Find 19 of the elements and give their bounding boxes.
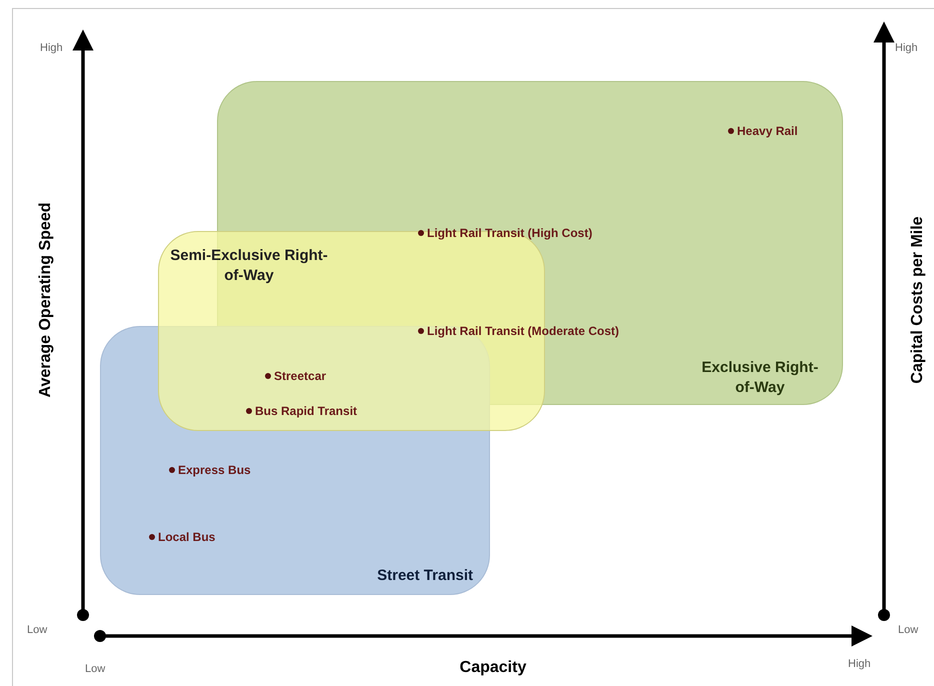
axis-title: Capacity — [460, 660, 526, 676]
point-label: Light Rail Transit (High Cost) — [427, 227, 592, 239]
region-label: Semi-Exclusive Right-of-Way — [169, 246, 329, 286]
axis-end-label: Low — [85, 662, 106, 677]
axis-end-label: Low — [27, 623, 48, 638]
region-label: Street Transit — [377, 566, 473, 586]
point-label: Heavy Rail — [737, 125, 798, 137]
point-label: Light Rail Transit (Moderate Cost) — [427, 325, 620, 337]
point-label: Bus Rapid Transit — [255, 405, 358, 417]
axis-end-label: High — [895, 41, 918, 56]
axis-end-label: High — [40, 41, 63, 56]
axis-title: Capital Costs per Mile — [910, 216, 926, 384]
axis-title: Average Operating Speed — [38, 202, 54, 398]
region-label: Exclusive Right-of-Way — [700, 358, 820, 398]
axis-end-label: High — [848, 657, 871, 672]
axis-end-label: Low — [898, 623, 918, 638]
point-label: Local Bus — [158, 531, 216, 543]
point-label: Express Bus — [178, 464, 251, 476]
point-label: Streetcar — [274, 370, 326, 382]
